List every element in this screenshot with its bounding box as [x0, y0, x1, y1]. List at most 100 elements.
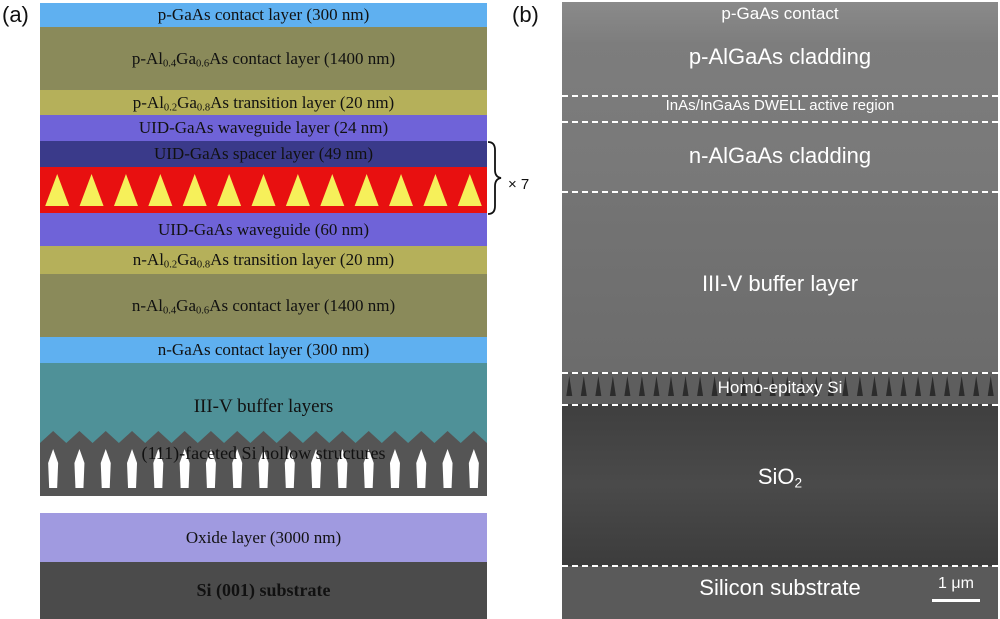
- interface-line: [562, 95, 998, 97]
- hollow-void: [205, 449, 216, 488]
- homo-epitaxy-spike: [915, 376, 922, 396]
- hollow-void: [363, 449, 374, 488]
- homo-epitaxy-spike: [827, 376, 834, 396]
- homo-epitaxy-spike: [871, 376, 878, 396]
- quantum-dot: [423, 174, 448, 206]
- hollow-void: [74, 449, 85, 488]
- interface-line: [562, 121, 998, 123]
- quantum-dot: [320, 174, 345, 206]
- hollow-void: [311, 449, 322, 488]
- layer-uid-waveguide-bottom: UID-GaAs waveguide (60 nm): [40, 213, 487, 246]
- homo-epitaxy-spike: [668, 376, 674, 396]
- homo-epitaxy-spike: [609, 376, 616, 396]
- homo-epitaxy-spike: [958, 376, 965, 396]
- homo-epitaxy-spike: [856, 376, 863, 396]
- layer-uid-waveguide-top: UID-GaAs waveguide layer (24 nm): [40, 115, 487, 141]
- layer-p-gaas-contact: p-GaAs contact layer (300 nm): [40, 3, 487, 27]
- layer-label: p-Al0.2Ga0.8As transition layer (20 nm): [132, 92, 395, 114]
- sem-label-n-cladding: n-AlGaAs cladding: [688, 143, 872, 168]
- layer-label: Si (001) substrate: [196, 580, 331, 600]
- homo-epitaxy-spike: [697, 376, 704, 396]
- sem-label-sio2: SiO2: [757, 464, 803, 491]
- quantum-dot: [79, 174, 104, 206]
- interface-line: [562, 191, 998, 193]
- layer-n-algaas-transition: n-Al0.2Ga0.8As transition layer (20 nm): [40, 246, 487, 274]
- layer-label: UID-GaAs spacer layer (49 nm): [153, 144, 374, 163]
- layer-label: Oxide layer (3000 nm): [185, 527, 342, 547]
- buffer-and-hollow-structures: [40, 363, 487, 513]
- homo-epitaxy-spike: [929, 376, 936, 396]
- quantum-dot: [217, 174, 242, 206]
- interface-line: [562, 565, 998, 567]
- homo-epitaxy-spike: [711, 376, 718, 396]
- layer-label: p-Al0.4Ga0.6As contact layer (1400 nm): [131, 48, 396, 70]
- interface-line: [562, 372, 998, 374]
- homo-epitaxy-spike: [798, 376, 805, 396]
- buffer-layer-label: III-V buffer layers: [193, 396, 334, 417]
- layer-label: n-Al0.2Ga0.8As transition layer (20 nm): [132, 250, 395, 271]
- sem-image: [562, 2, 998, 619]
- homo-epitaxy-spike: [842, 376, 849, 396]
- layer-n-gaas-contact: n-GaAs contact layer (300 nm): [40, 337, 487, 363]
- homo-epitaxy-spike: [682, 376, 689, 396]
- quantum-dot: [113, 174, 138, 206]
- layer-p-algaas-contact: p-Al0.4Ga0.6As contact layer (1400 nm): [40, 27, 487, 90]
- panel-a-label: (a): [2, 2, 29, 27]
- sem-label-homo-epitaxy: Homo-epitaxy Si: [717, 378, 843, 397]
- sem-label-p-cladding: p-AlGaAs cladding: [688, 44, 872, 69]
- hollow-void: [153, 449, 164, 488]
- hollow-void: [48, 449, 59, 488]
- layer-quantum-dot-band: [40, 167, 487, 213]
- layer-p-algaas-transition: p-Al0.2Ga0.8As transition layer (20 nm): [40, 90, 487, 115]
- homo-epitaxy-spike: [987, 376, 994, 396]
- homo-epitaxy-spike: [755, 376, 762, 396]
- hollow-void: [179, 449, 190, 488]
- layer-si-substrate: Si (001) substrate: [40, 562, 487, 619]
- layer-label: UID-GaAs waveguide layer (24 nm): [138, 118, 389, 137]
- hollow-void: [389, 449, 400, 488]
- hollow-void: [232, 449, 243, 488]
- sem-label-buffer: III-V buffer layer: [701, 271, 859, 296]
- quantum-dot: [182, 174, 207, 206]
- homo-epitaxy-spike: [653, 376, 660, 396]
- homo-epitaxy-spike: [944, 376, 951, 396]
- scale-bar-label: 1 μm: [938, 575, 974, 592]
- layer-uid-spacer: UID-GaAs spacer layer (49 nm): [40, 141, 487, 167]
- homo-epitaxy-spike: [595, 376, 602, 396]
- homo-epitaxy-spike: [813, 376, 820, 396]
- repeat-brace: [487, 141, 502, 215]
- layer-n-algaas-contact: n-Al0.4Ga0.6As contact layer (1400 nm): [40, 274, 487, 337]
- hollow-structures-label: (111)-faceted Si hollow structures: [141, 443, 386, 463]
- layer-label: n-Al0.4Ga0.6As contact layer (1400 nm): [131, 295, 396, 317]
- quantum-dot: [389, 174, 414, 206]
- homo-epitaxy-features: [566, 376, 994, 396]
- sem-label-p-contact: p-GaAs contact: [721, 4, 839, 23]
- homo-epitaxy-spike: [638, 376, 645, 396]
- homo-epitaxy-spike: [566, 376, 573, 396]
- quantum-dot: [285, 174, 310, 206]
- homo-epitaxy-spike: [886, 376, 892, 396]
- hollow-void: [468, 449, 479, 488]
- homo-epitaxy-spike: [580, 376, 587, 396]
- interface-line: [562, 404, 998, 406]
- quantum-dot: [251, 174, 276, 206]
- homo-epitaxy-spike: [740, 376, 747, 396]
- hollow-void: [416, 449, 427, 488]
- sem-label-silicon-substrate: Silicon substrate: [699, 575, 861, 600]
- homo-epitaxy-spike: [726, 376, 733, 396]
- layer-label: UID-GaAs waveguide (60 nm): [157, 219, 370, 239]
- si-faceted-ridges: [40, 431, 487, 461]
- panel-b-label: (b): [512, 2, 539, 27]
- hollow-void: [442, 449, 453, 488]
- hollow-void: [100, 449, 111, 488]
- hollow-void: [337, 449, 348, 488]
- quantum-dot: [148, 174, 173, 206]
- hollow-void: [127, 449, 138, 488]
- quantum-dot: [354, 174, 379, 206]
- layer-label: p-GaAs contact layer (300 nm): [157, 5, 370, 24]
- quantum-dot: [457, 174, 482, 206]
- homo-epitaxy-spike: [784, 376, 791, 396]
- homo-epitaxy-spike: [624, 376, 631, 396]
- hollow-void: [284, 449, 295, 488]
- homo-epitaxy-spike: [973, 376, 980, 396]
